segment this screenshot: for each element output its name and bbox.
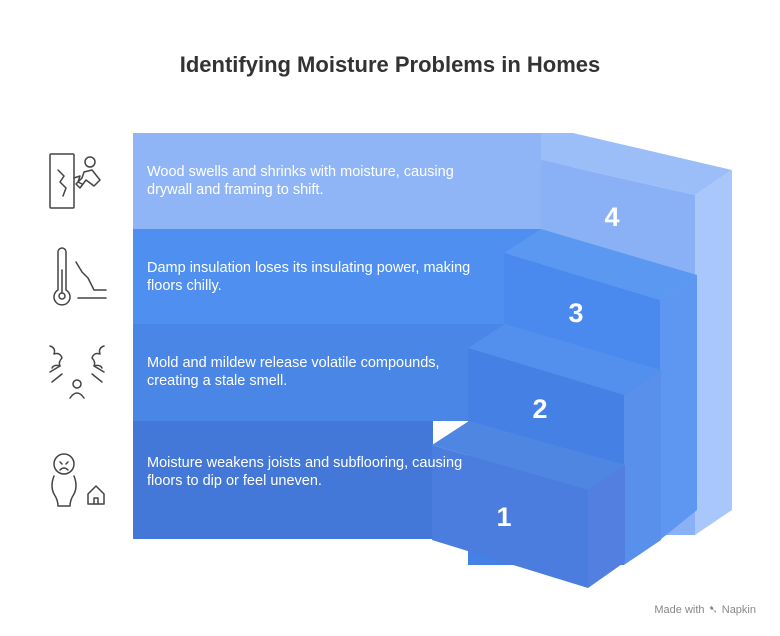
napkin-brand: Napkin [721, 603, 756, 616]
step-4-top [541, 133, 732, 195]
step-2-text: Mold and mildew release volatile compoun… [147, 355, 440, 389]
band-3 [133, 229, 563, 324]
napkin-logo-icon: ➷ [708, 604, 718, 616]
step-1-side [588, 465, 625, 588]
page-title: Identifying Moisture Problems in Homes [179, 52, 601, 77]
step-4-number: 4 [604, 202, 619, 232]
step-3-side [660, 275, 697, 540]
made-with-label: Made with [654, 603, 705, 616]
thermometer-falling-icon [53, 247, 107, 306]
step-3-number: 3 [568, 298, 583, 328]
step-4-text: Wood swells and shrinks with moisture, c… [147, 164, 454, 198]
step-2-number: 2 [532, 394, 547, 424]
cracked-wall-person-icon [49, 153, 101, 209]
step-2-side [624, 370, 661, 565]
band-4 [133, 133, 573, 229]
step-1-number: 1 [496, 502, 511, 532]
step-1-text: Moisture weakens joists and subflooring,… [147, 455, 463, 489]
step-1-front [432, 445, 588, 588]
mold-smell-icon [49, 345, 105, 399]
step-1-top [432, 421, 625, 490]
band-1 [133, 421, 433, 539]
footer-credit: Made with ➷ Napkin [654, 603, 756, 617]
step-3-top [504, 229, 697, 300]
step-4-side [695, 170, 732, 535]
worried-person-house-icon [51, 453, 105, 507]
step-3-text: Damp insulation loses its insulating pow… [147, 260, 471, 294]
band-2 [133, 324, 533, 421]
step-2-top [468, 324, 661, 395]
